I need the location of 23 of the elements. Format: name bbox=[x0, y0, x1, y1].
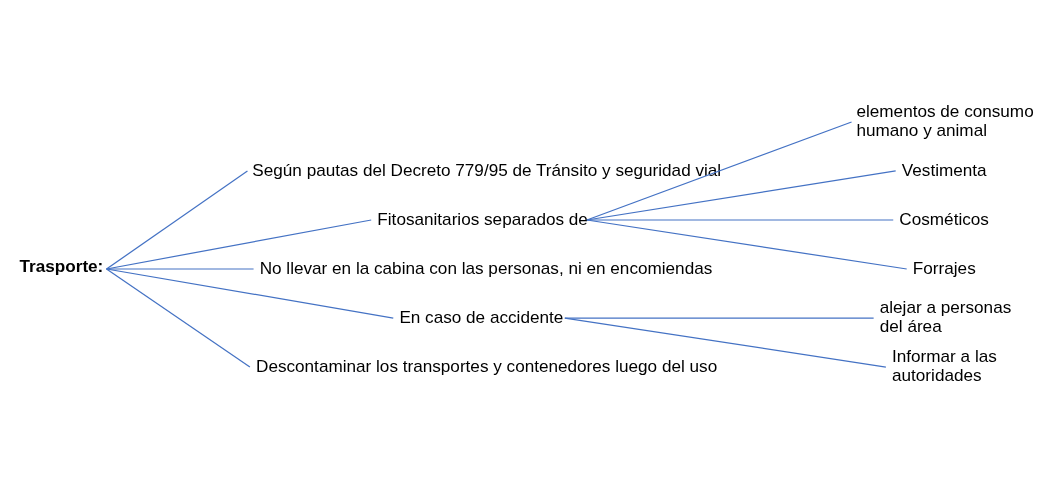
connector bbox=[564, 316, 887, 368]
node-text: No llevar en la cabina con las personas, ni en encomiendas bbox=[259, 257, 713, 278]
node-text: Fitosanitarios separados de bbox=[377, 208, 588, 229]
connector bbox=[105, 218, 372, 270]
node-text: Vestimenta bbox=[901, 159, 987, 180]
connector bbox=[105, 169, 249, 270]
connector bbox=[564, 316, 875, 319]
connector bbox=[586, 169, 897, 221]
connector bbox=[105, 267, 251, 368]
connector bbox=[586, 120, 853, 221]
node-text: Forrajes bbox=[912, 257, 976, 278]
connector bbox=[105, 267, 255, 270]
node-text: Informar a las autoridades bbox=[892, 345, 997, 385]
connector bbox=[105, 267, 394, 319]
connector bbox=[586, 218, 908, 270]
node-text: Cosméticos bbox=[899, 208, 989, 229]
node-text: Según pautas del Decreto 779/95 de Tránsito y seguridad vial bbox=[252, 159, 722, 180]
node-text: Descontaminar los transportes y contenedores luego del uso bbox=[256, 355, 718, 376]
node-text: En caso de accidente bbox=[399, 306, 564, 327]
connector bbox=[586, 218, 894, 221]
node-text: elementos de consumo humano y animal bbox=[856, 100, 1034, 140]
node-text: Trasporte: bbox=[19, 255, 104, 276]
node-text: alejar a personas del área bbox=[879, 296, 1012, 336]
